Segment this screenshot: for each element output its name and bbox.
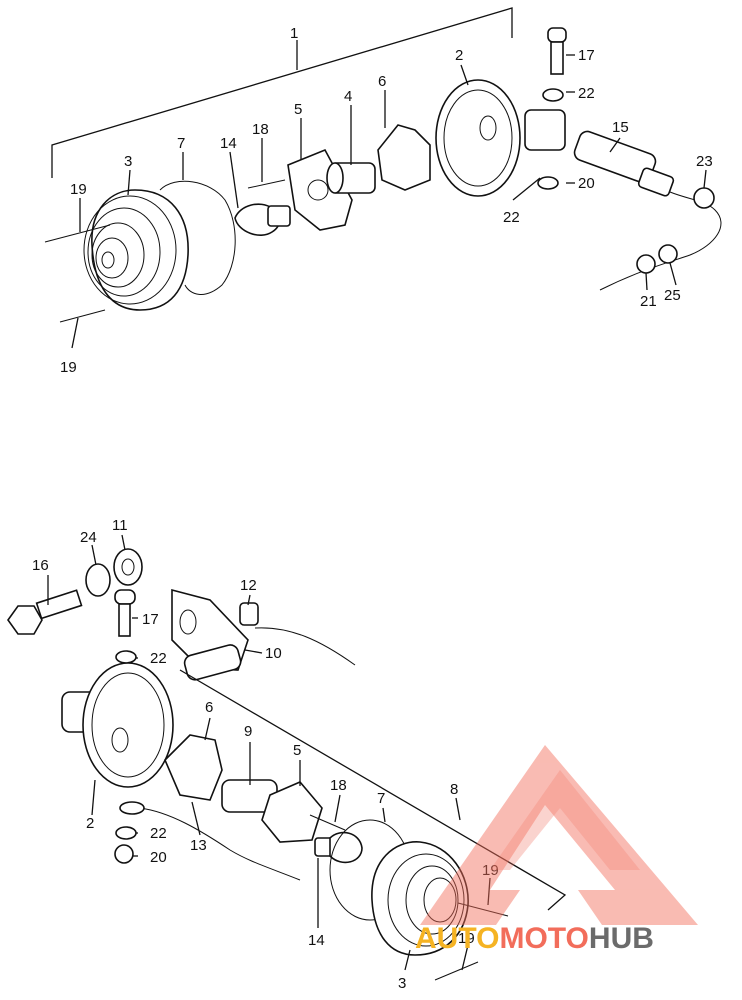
part-label: 18	[252, 121, 269, 138]
turn-signal-stay	[573, 130, 675, 197]
part-label: 19	[70, 181, 87, 198]
part-label: 22	[150, 650, 167, 667]
part-label: 7	[177, 135, 185, 152]
part-label: 19	[458, 930, 475, 947]
lens-gasket	[159, 180, 236, 295]
part-label: 20	[150, 849, 167, 866]
triangle-logo-icon	[420, 745, 698, 925]
turn-signal-case	[435, 79, 566, 197]
part-label: 22	[150, 825, 167, 842]
part-label: 14	[308, 932, 325, 949]
grommet	[693, 187, 715, 209]
part-label: 16	[32, 557, 49, 574]
mounting-bracket	[171, 588, 356, 681]
part-label: 19	[482, 862, 499, 879]
lens	[83, 189, 189, 311]
lock-washer	[537, 176, 559, 190]
part-label: 17	[142, 611, 159, 628]
assembly-bracket	[51, 7, 513, 178]
part-label: 9	[244, 723, 252, 740]
bulb	[314, 831, 363, 864]
part-label: 20	[578, 175, 595, 192]
part-label: 15	[612, 119, 629, 136]
mounting-bolt	[547, 27, 567, 75]
nut	[636, 254, 656, 274]
washer	[113, 548, 143, 586]
lens-screw	[457, 902, 509, 917]
watermark-text: AUTOMOTOHUB	[415, 922, 654, 955]
part-label: 22	[503, 209, 520, 226]
part-label: 25	[664, 287, 681, 304]
part-label: 19	[60, 359, 77, 376]
watermark-hub: HUB	[589, 922, 654, 955]
watermark-moto: MOTO	[499, 922, 588, 955]
part-label: 22	[578, 85, 595, 102]
watermark-auto: AUTO	[415, 922, 499, 955]
part-label: 17	[578, 47, 595, 64]
part-label: 18	[330, 777, 347, 794]
part-label: 21	[640, 293, 657, 310]
part-label: 24	[80, 529, 97, 546]
lens-screw	[434, 961, 479, 981]
washer	[658, 244, 678, 264]
part-label: 5	[294, 101, 302, 118]
part-label: 2	[455, 47, 463, 64]
part-label: 13	[190, 837, 207, 854]
mounting-bolt	[114, 589, 136, 637]
washer	[542, 88, 564, 102]
washer	[115, 826, 137, 840]
part-label: 7	[377, 790, 385, 807]
part-label: 1	[290, 25, 298, 42]
nut	[114, 844, 134, 864]
part-label: 11	[112, 517, 128, 534]
watermark-logo	[420, 745, 698, 925]
socket-holder	[164, 734, 223, 801]
turn-signal-case	[61, 662, 174, 788]
part-label: 6	[205, 699, 213, 716]
hex-bolt	[7, 589, 83, 635]
part-label: 6	[378, 73, 386, 90]
signal-wire	[139, 807, 301, 881]
socket-plate	[287, 148, 353, 231]
part-label: 12	[240, 577, 257, 594]
top-assembly: 1 2 3 4 5 6 7 14 15 17 18 19 19 20 21 22…	[44, 7, 722, 376]
lens	[371, 841, 469, 956]
part-label: 3	[398, 975, 406, 992]
part-label: 10	[265, 645, 282, 662]
washer	[115, 650, 137, 664]
part-label: 14	[220, 135, 237, 152]
socket-holder	[377, 124, 431, 191]
bottom-assembly: 2 3 5 6 7 8 9 10 11 12 13 14 16 17 18 19…	[7, 517, 567, 992]
part-label: 3	[124, 153, 132, 170]
part-label: 8	[450, 781, 458, 798]
bulb-socket	[326, 162, 376, 194]
part-label: 4	[344, 88, 352, 105]
washer	[85, 563, 111, 597]
part-label: 23	[696, 153, 713, 170]
lens-screw	[44, 224, 111, 323]
bulb	[234, 203, 291, 236]
part-label: 2	[86, 815, 94, 832]
part-label: 5	[293, 742, 301, 759]
